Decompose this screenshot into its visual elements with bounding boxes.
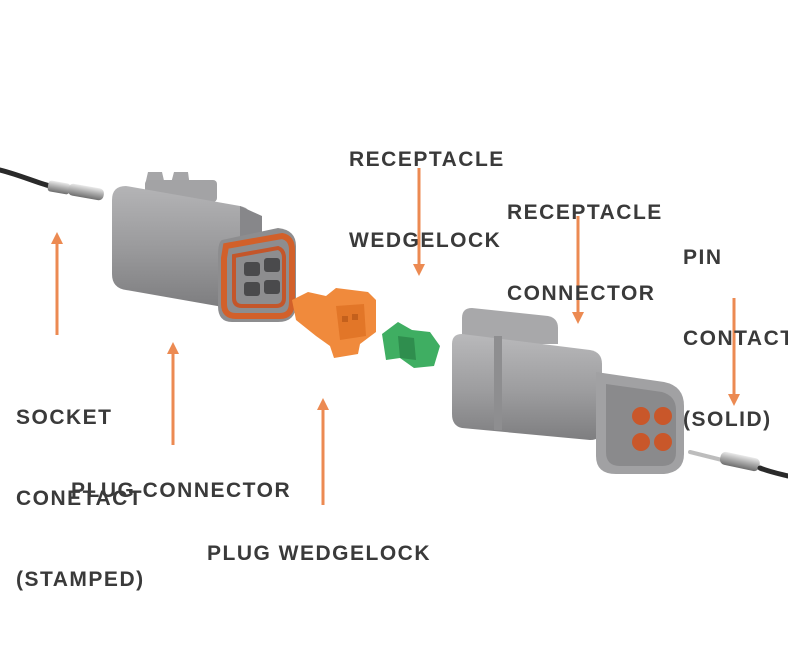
callout-arrows xyxy=(51,168,740,505)
label-line: CONNECTOR xyxy=(507,282,656,305)
receptacle-wedgelock-part xyxy=(382,322,440,368)
label-receptacle-connector: RECEPTACLE CONNECTOR xyxy=(507,145,663,361)
label-receptacle-wedgelock: RECEPTACLE WEDGELOCK xyxy=(349,92,505,308)
connector-diagram: RECEPTACLE WEDGELOCK RECEPTACLE CONNECTO… xyxy=(0,92,788,591)
pin-contact-part xyxy=(688,450,788,479)
label-line: RECEPTACLE xyxy=(349,148,505,171)
label-plug-wedgelock: PLUG WEDGELOCK xyxy=(207,542,431,565)
label-line: (STAMPED) xyxy=(16,568,145,591)
label-line: WEDGELOCK xyxy=(349,229,502,252)
receptacle-connector-part xyxy=(452,308,684,474)
label-line: RECEPTACLE xyxy=(507,201,663,224)
label-line: SOCKET xyxy=(16,406,113,429)
label-pin-contact: PIN CONTACT (SOLID) xyxy=(683,190,788,487)
label-line: (SOLID) xyxy=(683,408,772,431)
label-plug-connector: PLUG CONNECTOR xyxy=(71,479,292,502)
socket-contact-part xyxy=(0,167,104,201)
label-line: CONTACT xyxy=(683,327,788,350)
diagram-artwork xyxy=(0,167,788,505)
label-socket-contact: SOCKET CONETACT (STAMPED) xyxy=(16,350,145,647)
plug-connector-part xyxy=(112,172,296,322)
plug-wedgelock-part xyxy=(292,288,376,358)
label-line: CONETACT xyxy=(16,487,144,510)
label-line: PIN xyxy=(683,246,723,269)
